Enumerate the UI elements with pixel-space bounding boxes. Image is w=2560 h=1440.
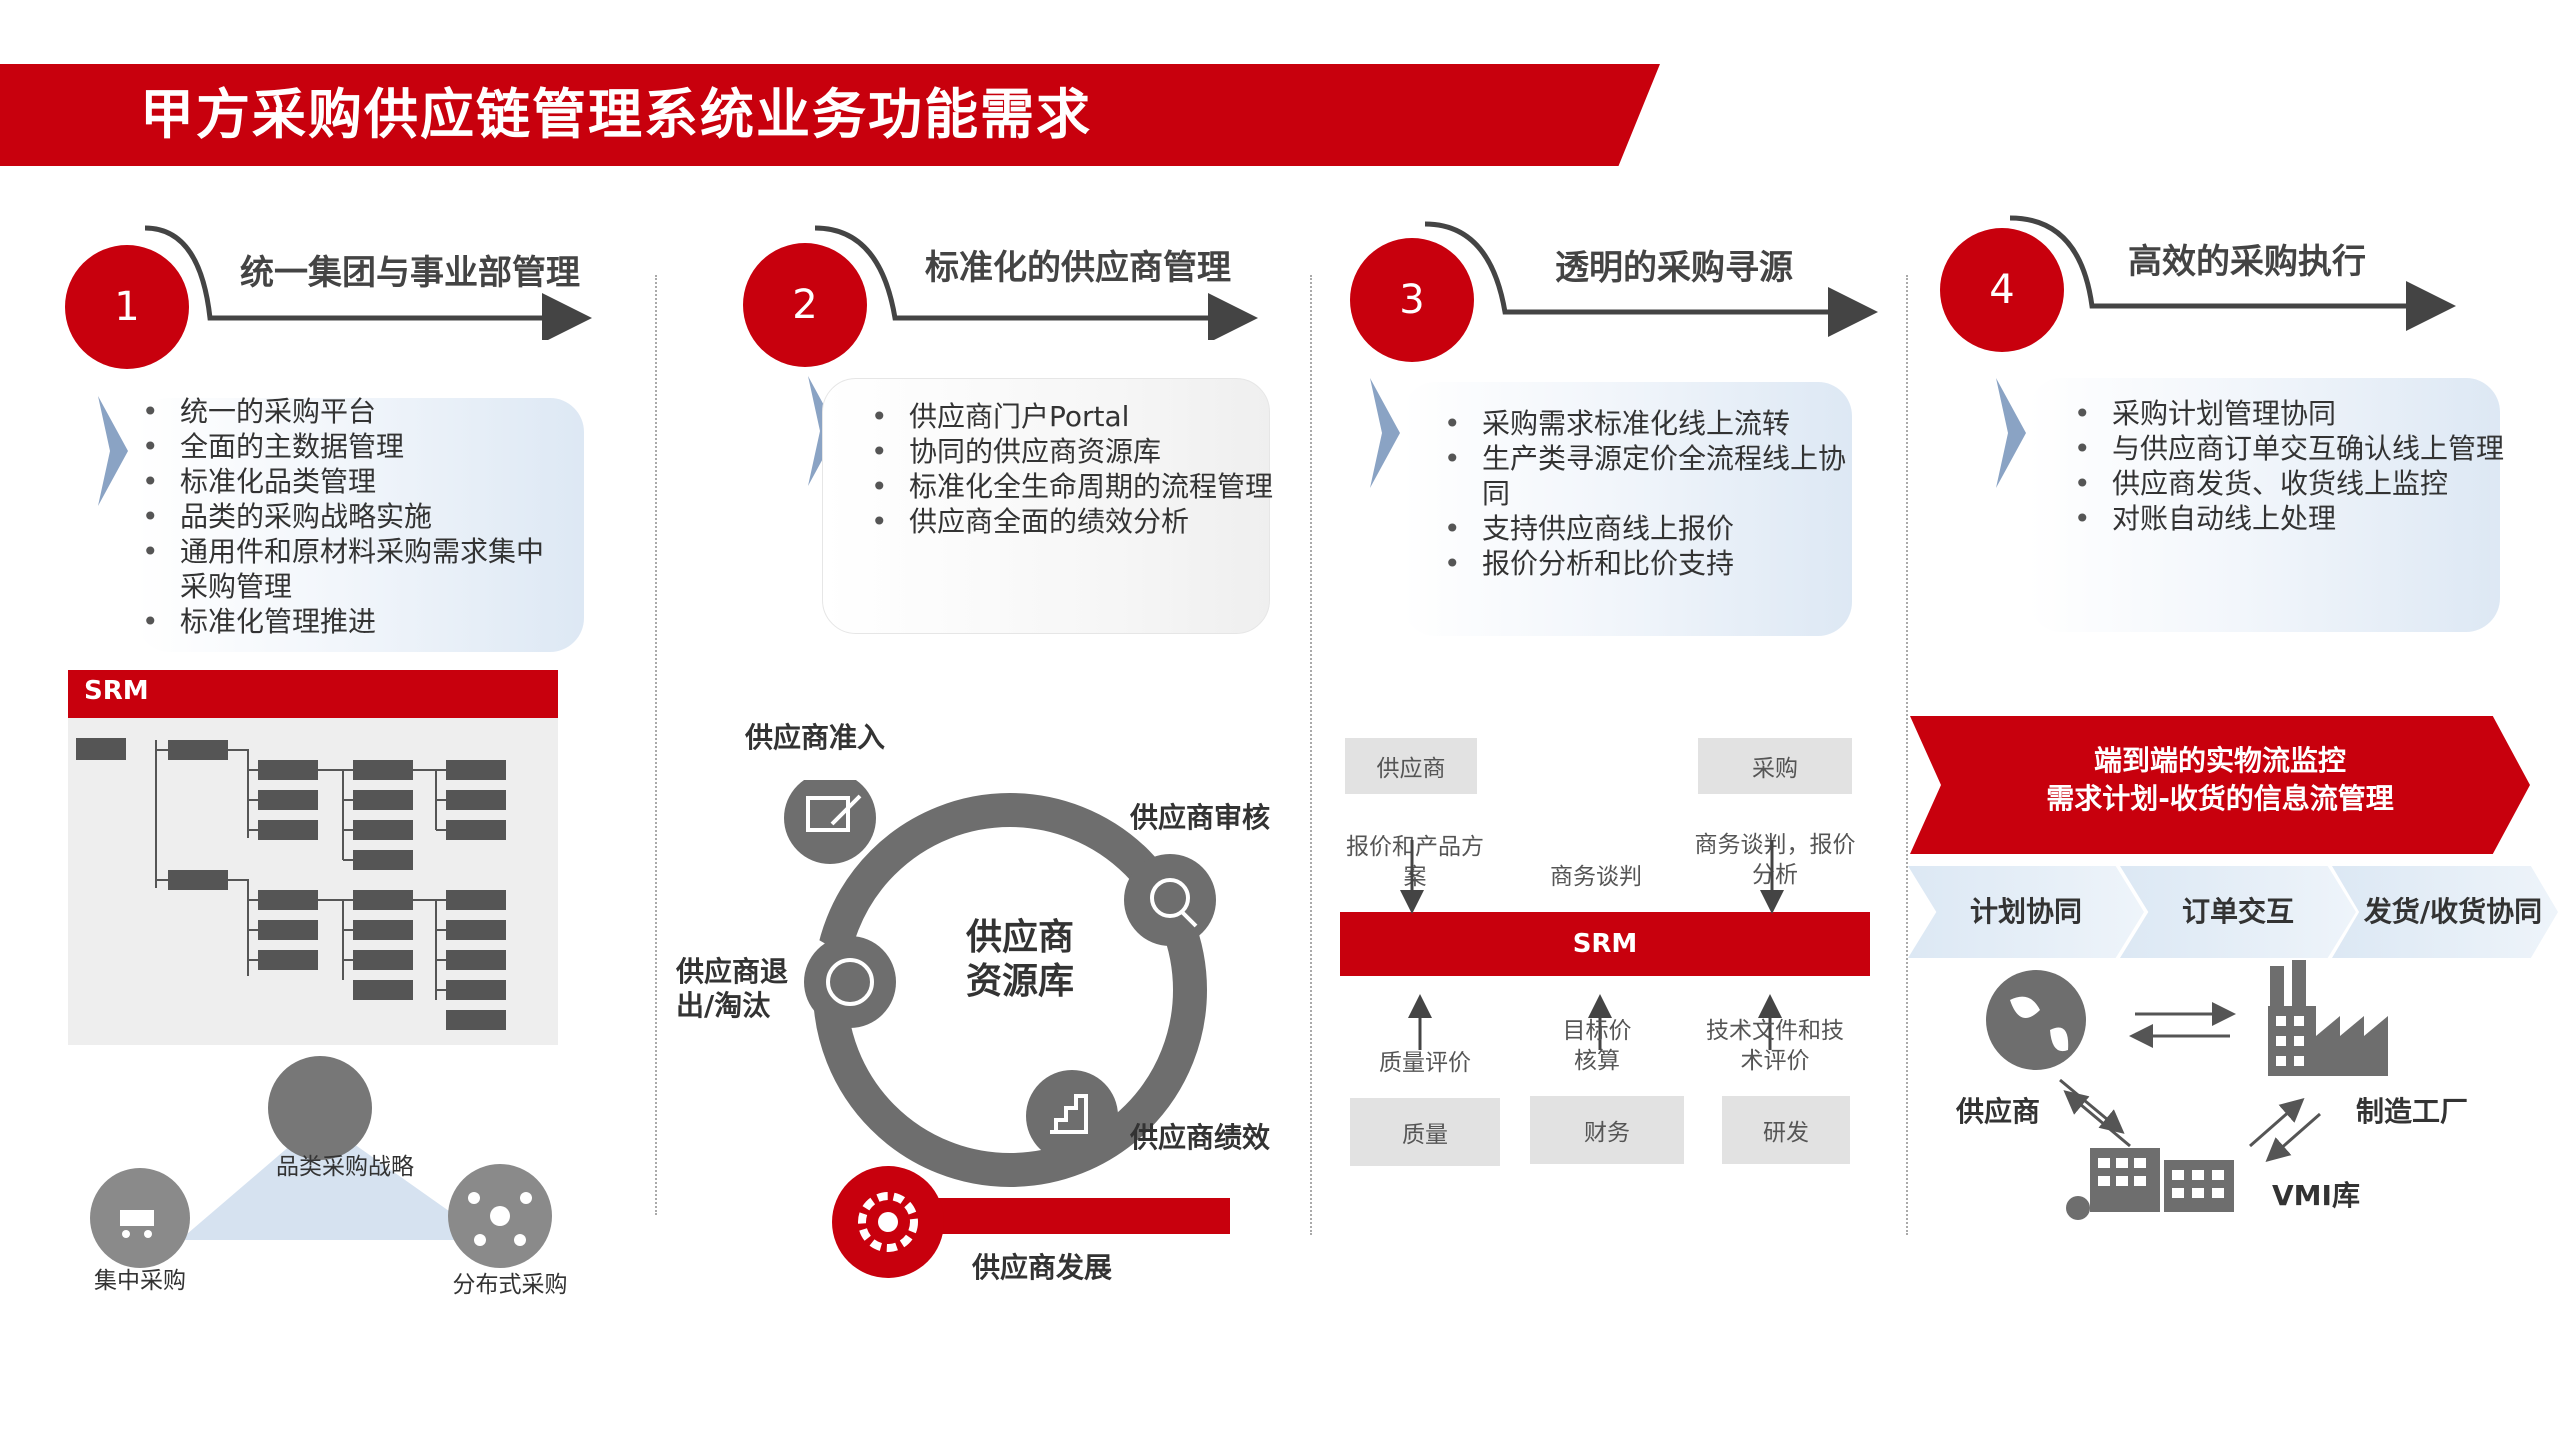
bullet-list-2: 供应商门户Portal 协同的供应商资源库 标准化全生命周期的流程管理 供应商全… bbox=[865, 399, 1279, 539]
column-divider bbox=[1310, 275, 1312, 1235]
list-item: 报价分析和比价支持 bbox=[1444, 546, 1862, 581]
list-item: 统一的采购平台 bbox=[142, 394, 560, 429]
list-item: 供应商发货、收货线上监控 bbox=[2074, 466, 2512, 501]
distributed-purchase-label: 分布式采购 bbox=[452, 1272, 568, 1298]
list-item: 协同的供应商资源库 bbox=[871, 434, 1279, 469]
negotiate-label: 商务谈判 bbox=[1550, 864, 1642, 890]
column-divider bbox=[1906, 275, 1908, 1235]
supplier-cycle-diagram bbox=[784, 780, 1216, 1197]
edit-icon bbox=[784, 780, 876, 864]
list-item: 标准化全生命周期的流程管理 bbox=[871, 469, 1279, 504]
exit-icon bbox=[804, 936, 896, 1028]
list-item: 品类的采购战略实施 bbox=[142, 499, 560, 534]
bullet-list-3: 采购需求标准化线上流转 生产类寻源定价全流程线上协同 支持供应商线上报价 报价分… bbox=[1438, 406, 1862, 581]
section-number-2: 2 bbox=[743, 243, 867, 367]
purchase-box: 采购 bbox=[1698, 738, 1852, 794]
list-item: 对账自动线上处理 bbox=[2074, 501, 2512, 536]
srm-header: SRM bbox=[84, 676, 149, 706]
execution-banner bbox=[1910, 716, 2530, 854]
list-item: 采购需求标准化线上流转 bbox=[1444, 406, 1862, 441]
section-arrows bbox=[144, 215, 2456, 340]
supplier-access-label: 供应商准入 bbox=[745, 721, 886, 754]
supplier-pool-center: 供应商资源库 bbox=[965, 917, 1074, 1002]
srm-header-bar bbox=[68, 670, 558, 718]
quality-eval-label: 质量评价 bbox=[1379, 1050, 1471, 1076]
banner-line-1: 端到端的实物流监控 bbox=[2093, 744, 2346, 777]
title-banner bbox=[0, 64, 1660, 166]
biz-analysis-label: 商务谈判，报价分析 bbox=[1694, 832, 1856, 888]
list-item: 通用件和原材料采购需求集中采购管理 bbox=[142, 534, 560, 604]
quality-box: 质量 bbox=[1350, 1098, 1500, 1166]
list-item: 与供应商订单交互确认线上管理 bbox=[2074, 431, 2512, 466]
bullet-panel-1: 统一的采购平台 全面的主数据管理 标准化品类管理 品类的采购战略实施 通用件和原… bbox=[136, 394, 584, 652]
performance-icon bbox=[1026, 1070, 1118, 1162]
section-title-1: 统一集团与事业部管理 bbox=[240, 253, 580, 293]
bullet-list-1: 统一的采购平台 全面的主数据管理 标准化品类管理 品类的采购战略实施 通用件和原… bbox=[136, 394, 560, 639]
target-price-label: 目标价核算 bbox=[1562, 1018, 1632, 1074]
globe-icon bbox=[1986, 970, 2086, 1070]
section-number-1: 1 bbox=[65, 245, 189, 369]
flow-delivery: 发货/收货协同 bbox=[2332, 866, 2558, 958]
supplier-audit-label: 供应商审核 bbox=[1130, 801, 1271, 834]
strategy-triangle bbox=[90, 1056, 552, 1268]
section-number-4: 4 bbox=[1940, 228, 2064, 352]
section-title-4: 高效的采购执行 bbox=[2128, 242, 2366, 282]
column-divider bbox=[655, 275, 657, 1215]
list-item: 采购计划管理协同 bbox=[2074, 396, 2512, 431]
tech-eval-label: 技术文件和技术评价 bbox=[1706, 1018, 1844, 1074]
strategy-icon bbox=[268, 1056, 372, 1160]
srm-platform-bar: SRM bbox=[1340, 912, 1870, 976]
page-title: 甲方采购供应链管理系统业务功能需求 bbox=[140, 83, 1092, 146]
audit-icon bbox=[1124, 854, 1216, 946]
supplier-box: 供应商 bbox=[1345, 738, 1477, 794]
section-title-3: 透明的采购寻源 bbox=[1555, 248, 1793, 288]
sourcing-arrows bbox=[1400, 840, 1784, 1050]
list-item: 标准化品类管理 bbox=[142, 464, 560, 499]
bullet-panel-2: 供应商门户Portal 协同的供应商资源库 标准化全生命周期的流程管理 供应商全… bbox=[822, 378, 1273, 634]
quote-label: 报价和产品方案 bbox=[1346, 834, 1484, 890]
chevron-right-icon bbox=[1370, 378, 1400, 488]
development-gear-icon bbox=[832, 1166, 944, 1278]
factory-label: 制造工厂 bbox=[2356, 1095, 2469, 1128]
srm-org-chart: SRM bbox=[68, 670, 558, 1045]
supplier-performance-label: 供应商绩效 bbox=[1130, 1121, 1271, 1154]
list-item: 标准化管理推进 bbox=[142, 604, 560, 639]
rd-box: 研发 bbox=[1722, 1096, 1850, 1164]
execution-banner-text: 端到端的实物流监控 需求计划-收货的信息流管理 bbox=[1950, 742, 2490, 818]
org-tree-lines bbox=[76, 738, 506, 1030]
logistics-supplier-label: 供应商 bbox=[1956, 1095, 2041, 1128]
banner-line-2: 需求计划-收货的信息流管理 bbox=[2046, 782, 2394, 815]
bullet-list-4: 采购计划管理协同 与供应商订单交互确认线上管理 供应商发货、收货线上监控 对账自… bbox=[2068, 396, 2512, 536]
section-number-3: 3 bbox=[1350, 238, 1474, 362]
bullet-panel-4: 采购计划管理协同 与供应商订单交互确认线上管理 供应商发货、收货线上监控 对账自… bbox=[2028, 378, 2504, 632]
chevron-right-icon bbox=[1996, 378, 2026, 488]
supplier-exit-label: 供应商退出/淘汰 bbox=[676, 955, 789, 1022]
list-item: 支持供应商线上报价 bbox=[1444, 511, 1862, 546]
central-purchase-label: 集中采购 bbox=[94, 1268, 186, 1294]
chevron-right-icon bbox=[98, 396, 128, 506]
logistics-diagram bbox=[1986, 960, 2388, 1220]
list-item: 供应商全面的绩效分析 bbox=[871, 504, 1279, 539]
supplier-development-label: 供应商发展 bbox=[972, 1251, 1113, 1284]
flow-order: 订单交互 bbox=[2120, 866, 2356, 958]
strategy-label: 品类采购战略 bbox=[276, 1154, 414, 1180]
list-item: 生产类寻源定价全流程线上协同 bbox=[1444, 441, 1862, 511]
bullet-panel-3: 采购需求标准化线上流转 生产类寻源定价全流程线上协同 支持供应商线上报价 报价分… bbox=[1402, 382, 1852, 636]
list-item: 供应商门户Portal bbox=[871, 399, 1279, 434]
list-item: 全面的主数据管理 bbox=[142, 429, 560, 464]
flow-plan: 计划协同 bbox=[1908, 866, 2144, 958]
vmi-label: VMI库 bbox=[2272, 1179, 2360, 1212]
warehouse-icon bbox=[2066, 1148, 2234, 1220]
section-title-2: 标准化的供应商管理 bbox=[925, 248, 1231, 288]
finance-box: 财务 bbox=[1530, 1096, 1684, 1164]
